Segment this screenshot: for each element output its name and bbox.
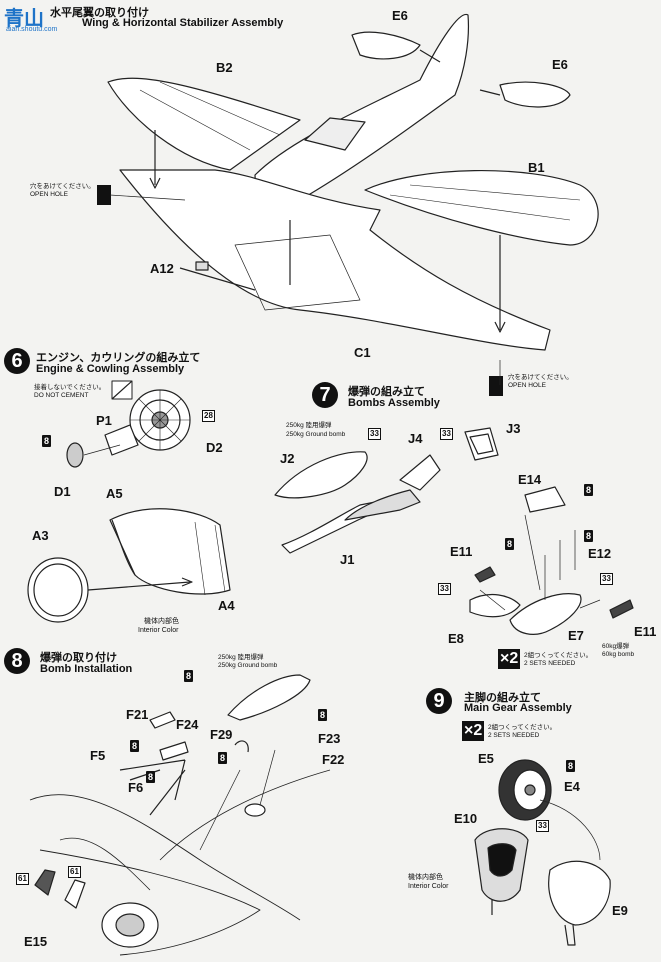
- logo-text: 青山: [4, 8, 44, 30]
- paint-code-badge: 33: [600, 573, 613, 585]
- part-label-f23: F23: [318, 731, 341, 746]
- quantity-x2-badge: ×2: [462, 721, 485, 741]
- paint-code-badge: 8: [505, 538, 515, 550]
- part-label-e11: E11: [634, 624, 657, 639]
- step8-title-en: Bomb Installation: [40, 663, 133, 675]
- part-label-b2: B2: [216, 60, 233, 75]
- part-label-b1: B1: [528, 160, 545, 175]
- part-label-a12: A12: [150, 261, 174, 276]
- paint-code-badge: 61: [68, 866, 81, 878]
- part-label-d2: D2: [206, 440, 223, 455]
- paint-code-badge: 8: [184, 670, 194, 682]
- step6-title-en: Engine & Cowling Assembly: [36, 363, 185, 375]
- bomb-250-note-jp: 250kg 陸用爆弾: [218, 654, 264, 661]
- part-label-f24: F24: [176, 717, 199, 732]
- two-sets-note-jp: 2組つくってください。: [524, 652, 593, 659]
- paint-code-badge: 8: [218, 752, 228, 764]
- interior-color-note-jp: 機体内部色: [408, 874, 443, 881]
- part-label-f22: F22: [322, 752, 345, 767]
- main-gear-drawing: [474, 759, 611, 946]
- paint-code-badge: 33: [440, 428, 453, 440]
- part-label-j4: J4: [408, 431, 423, 446]
- part-label-e7: E7: [568, 628, 584, 643]
- interior-color-note-en: Interior Color: [138, 627, 179, 634]
- part-label-e5: E5: [478, 751, 494, 766]
- step7-title-en: Bombs Assembly: [348, 397, 440, 409]
- part-label-d1: D1: [54, 484, 71, 499]
- quantity-x2-badge: ×2: [498, 649, 521, 669]
- paint-code-badge: 33: [438, 583, 451, 595]
- step9-number: 9: [426, 688, 452, 714]
- two-sets-note-en: 2 SETS NEEDED: [488, 732, 540, 739]
- step9-title-en: Main Gear Assembly: [464, 702, 572, 714]
- part-label-c1: C1: [354, 345, 371, 360]
- part-label-a5: A5: [106, 486, 123, 501]
- no-cement-note-jp: 接着しないでください。: [34, 384, 106, 391]
- part-label-e6: E6: [552, 57, 568, 72]
- part-label-a3: A3: [32, 528, 49, 543]
- step5-title-en: Wing & Horizontal Stabilizer Assembly: [82, 17, 284, 29]
- paint-code-badge: 8: [130, 740, 140, 752]
- bomb-250-note-en: 250kg Ground bomb: [218, 662, 278, 669]
- paint-code-badge: 8: [318, 709, 328, 721]
- bomb-60-note-en: 60kg bomb: [602, 651, 635, 658]
- paint-code-badge: 28: [202, 410, 215, 422]
- part-label-p1: P1: [96, 413, 112, 428]
- step5-title-jp: 水平尾翼の取り付け: [50, 7, 149, 19]
- open-hole-note-en: OPEN HOLE: [508, 382, 546, 389]
- part-label-f5: F5: [90, 748, 106, 763]
- engine-drawing: [27, 380, 231, 623]
- bomb-250-note-jp: 250kg 陸用爆弾: [286, 422, 332, 429]
- part-label-e15: E15: [24, 934, 48, 949]
- interior-color-note-en: Interior Color: [408, 883, 449, 890]
- part-label-e8: E8: [448, 631, 464, 646]
- paint-code-badge: 8: [42, 435, 52, 447]
- step7-number: 7: [312, 382, 338, 408]
- paint-code-badge: 33: [368, 428, 381, 440]
- step8-number: 8: [4, 648, 30, 674]
- part-label-j3: J3: [506, 421, 521, 436]
- open-hole-note-en: OPEN HOLE: [30, 191, 68, 198]
- part-label-e9: E9: [612, 903, 628, 918]
- step6-title-jp: エンジン、カウリングの組み立て: [36, 352, 201, 364]
- paint-code-badge: 8: [146, 771, 156, 783]
- bomb-60-note-jp: 60kg爆弾: [602, 643, 630, 650]
- two-sets-note-en: 2 SETS NEEDED: [524, 660, 576, 667]
- paint-code-badge: 61: [16, 873, 29, 885]
- part-label-f6: F6: [128, 780, 144, 795]
- bombs-drawing: [274, 427, 634, 635]
- bomb-installation-drawing: [29, 674, 331, 956]
- open-hole-note-jp: 穴をあけてください。: [508, 374, 573, 381]
- part-label-e6: E6: [392, 8, 408, 23]
- part-label-e12: E12: [588, 546, 612, 561]
- step8-title-jp: 爆弾の取り付け: [40, 652, 117, 664]
- bomb-250-note-en: 250kg Ground bomb: [286, 431, 346, 438]
- paint-code-badge: 8: [584, 484, 594, 496]
- open-hole-note-jp: 穴をあけてください。: [30, 183, 95, 190]
- step9-title-jp: 主脚の組み立て: [464, 692, 541, 704]
- part-label-j2: J2: [280, 451, 295, 466]
- paint-code-badge: 33: [536, 820, 549, 832]
- part-label-a4: A4: [218, 598, 235, 613]
- logo-url: aian.shoutu.com: [6, 26, 58, 33]
- part-label-f29: F29: [210, 727, 233, 742]
- part-label-f21: F21: [126, 707, 149, 722]
- interior-color-note-jp: 機体内部色: [144, 618, 179, 625]
- paint-code-badge: 8: [584, 530, 594, 542]
- paint-code-badge: 8: [566, 760, 576, 772]
- part-label-e4: E4: [564, 779, 580, 794]
- part-label-e14: E14: [518, 472, 542, 487]
- watermark-logo: 青山 aian.shoutu.com: [0, 0, 70, 40]
- no-cement-note-en: DO NOT CEMENT: [34, 392, 89, 399]
- two-sets-note-jp: 2組つくってください。: [488, 724, 557, 731]
- part-label-j1: J1: [340, 552, 355, 567]
- airplane-drawing: [97, 13, 599, 396]
- part-label-e10: E10: [454, 811, 478, 826]
- step7-title-jp: 爆弾の組み立て: [348, 386, 425, 398]
- part-label-e11: E11: [450, 544, 473, 559]
- step6-number: 6: [4, 348, 30, 374]
